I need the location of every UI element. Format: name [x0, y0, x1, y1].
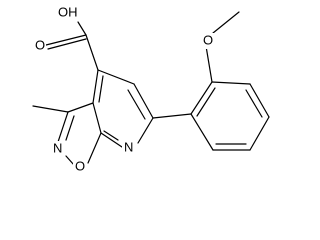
- bond-link: [152, 113, 192, 119]
- bond-benz-2: [211, 81, 251, 85]
- bond-cooh-c-o-double-a: [45, 34, 87, 46]
- carbonyl-oxygen-label: O: [35, 37, 45, 52]
- bond-benz-1: [190, 81, 213, 115]
- bond-benz-3: [249, 83, 270, 118]
- bond-isox-4: [87, 132, 102, 164]
- bond-isox-3: [65, 155, 75, 166]
- bond-pyr-4-inner: [103, 130, 119, 141]
- bond-pyr-2: [133, 83, 154, 119]
- bond-isox-2-inner: [65, 115, 75, 141]
- isoxazole-oxygen-label: O: [75, 158, 85, 173]
- bond-benz-3-inner: [245, 89, 263, 118]
- bond-methoxy-o: [205, 45, 213, 83]
- bond-pyr-3: [137, 117, 154, 144]
- bond-pyr-4: [100, 132, 123, 148]
- bond-pyr-2-inner: [127, 89, 146, 120]
- bond-pyr-5: [92, 102, 102, 134]
- hydroxyl-label: OH: [58, 4, 78, 19]
- chemical-structure-diagram: OH O O N O N: [32, 4, 270, 175]
- bond-methyl: [32, 105, 69, 113]
- bond-isox-2: [57, 111, 69, 143]
- ether-oxygen-label: O: [203, 32, 213, 47]
- bond-cooh-oh: [77, 21, 87, 36]
- bond-pyr-1: [97, 69, 135, 85]
- bond-pyr-6: [92, 69, 99, 104]
- bond-cooh-to-ring: [85, 34, 99, 71]
- bond-methoxy-ch3: [212, 11, 240, 34]
- bond-pyr-6-inner: [98, 75, 104, 103]
- atom-labels: OH O O N O N: [33, 4, 214, 175]
- bonds: [32, 11, 270, 166]
- pyridine-nitrogen-label: N: [124, 139, 133, 154]
- bond-isox-1: [67, 102, 94, 113]
- bond-benz-1-inner: [196, 87, 216, 117]
- bond-benz-6: [190, 113, 214, 151]
- isoxazole-nitrogen-label: N: [53, 140, 62, 155]
- bond-benz-4: [249, 116, 270, 151]
- bond-cooh-c-o-double-b: [47, 38, 87, 50]
